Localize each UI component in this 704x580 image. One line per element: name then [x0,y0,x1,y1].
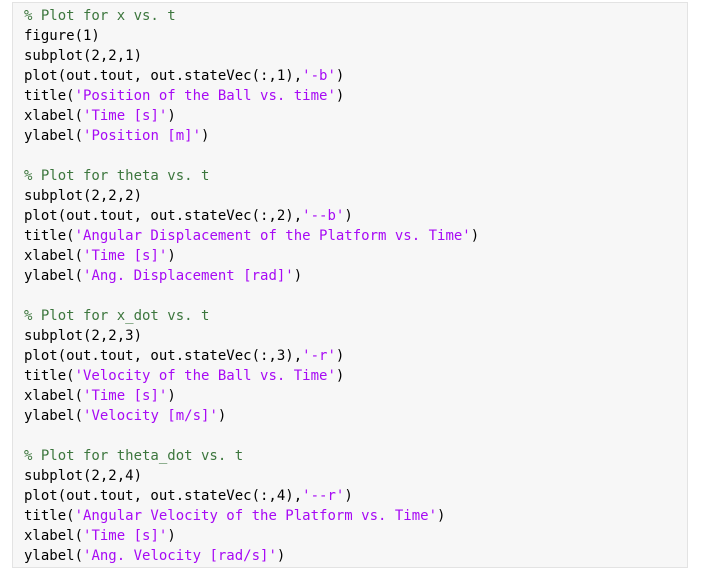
code-line: xlabel('Time [s]') [24,106,479,126]
code-string: 'Angular Velocity of the Platform vs. Ti… [74,508,438,524]
code-text: figure(1) [24,28,100,44]
code-text: plot(out.tout, out.stateVec(:,1), [24,68,303,84]
code-string: 'Position of the Ball vs. time' [74,88,336,104]
code-line: plot(out.tout, out.stateVec(:,1),'-b') [24,66,479,86]
code-text: title( [24,508,75,524]
code-line: subplot(2,2,1) [24,46,479,66]
blank-code-line [24,426,479,446]
code-text: subplot(2,2,3) [24,328,143,344]
code-string: 'Time [s]' [83,248,168,264]
code-line: plot(out.tout, out.stateVec(:,2),'--b') [24,206,479,226]
code-line: % Plot for theta_dot vs. t [24,446,479,466]
code-text: ) [335,348,345,364]
code-editor[interactable]: % Plot for x vs. t figure(1) subplot(2,2,1… [12,2,688,568]
code-line: title('Angular Velocity of the Platform … [24,506,479,526]
code-text: ) [293,268,303,284]
code-string: 'Time [s]' [83,108,168,124]
code-string: 'Position [m]' [83,128,202,144]
code-text: ) [201,128,210,144]
code-text: ) [344,208,353,224]
code-line: xlabel('Time [s]') [24,386,479,406]
code-line: title('Angular Displacement of the Platf… [24,226,479,246]
code-line: title('Position of the Ball vs. time') [24,86,479,106]
code-line: xlabel('Time [s]') [24,246,479,266]
code-text: ylabel( [24,408,84,424]
code-text: ) [167,248,176,264]
code-string: 'Angular Displacement of the Platform vs… [74,228,471,244]
code-line: ylabel('Ang. Displacement [rad]') [24,266,479,286]
code-line: figure(1) [24,26,479,46]
code-string: 'Ang. Velocity [rad/s]' [83,548,277,564]
code-line: plot(out.tout, out.stateVec(:,3),'-r') [24,346,479,366]
code-comment: % Plot for theta_dot vs. t [24,448,244,464]
code-string: '--r' [302,488,345,504]
code-text: title( [24,368,75,384]
code-line: ylabel('Position [m]') [24,126,479,146]
code-text: ) [276,548,286,564]
code-line: xlabel('Time [s]') [24,526,479,546]
code-comment: % Plot for theta vs. t [24,168,210,184]
code-text: ) [167,388,176,404]
code-line: % Plot for x_dot vs. t [24,306,479,326]
code-text: ylabel( [24,548,84,564]
code-block[interactable]: % Plot for x vs. t figure(1) subplot(2,2,1… [24,6,479,566]
code-line: ylabel('Ang. Velocity [rad/s]') [24,546,479,566]
code-text: ylabel( [24,128,84,144]
code-text: plot(out.tout, out.stateVec(:,2), [24,208,303,224]
code-string: 'Velocity [m/s]' [83,408,218,424]
code-text: ) [335,368,345,384]
code-text: xlabel( [24,248,84,264]
code-text: subplot(2,2,1) [24,48,143,64]
code-text: subplot(2,2,4) [24,468,143,484]
code-text: ) [217,408,227,424]
code-text: ) [335,88,345,104]
code-string: 'Ang. Displacement [rad]' [83,268,294,284]
code-text: ) [437,508,446,524]
code-line: plot(out.tout, out.stateVec(:,4),'--r') [24,486,479,506]
code-text: ) [344,488,353,504]
code-string: '-b' [302,68,336,84]
code-comment: % Plot for x_dot vs. t [24,308,210,324]
code-text: plot(out.tout, out.stateVec(:,4), [24,488,303,504]
code-line: % Plot for x vs. t [24,6,479,26]
code-line: ylabel('Velocity [m/s]') [24,406,479,426]
code-text: ) [167,528,176,544]
code-text: xlabel( [24,528,84,544]
code-string: 'Time [s]' [83,388,168,404]
code-text: ) [167,108,176,124]
code-text: ylabel( [24,268,84,284]
code-comment: % Plot for x vs. t [24,8,176,24]
code-string: 'Velocity of the Ball vs. Time' [74,368,336,384]
code-line: subplot(2,2,3) [24,326,479,346]
code-text: subplot(2,2,2) [24,188,143,204]
code-string: '--b' [302,208,345,224]
code-text: title( [24,88,75,104]
code-string: '-r' [302,348,336,364]
code-text: ) [470,228,480,244]
code-line: title('Velocity of the Ball vs. Time') [24,366,479,386]
code-text: xlabel( [24,388,84,404]
blank-code-line [24,286,479,306]
code-string: 'Time [s]' [83,528,168,544]
code-line: subplot(2,2,2) [24,186,479,206]
code-text: xlabel( [24,108,84,124]
code-line: % Plot for theta vs. t [24,166,479,186]
code-text: title( [24,228,75,244]
code-text: plot(out.tout, out.stateVec(:,3), [24,348,303,364]
code-text: ) [335,68,345,84]
code-line: subplot(2,2,4) [24,466,479,486]
blank-code-line [24,146,479,166]
